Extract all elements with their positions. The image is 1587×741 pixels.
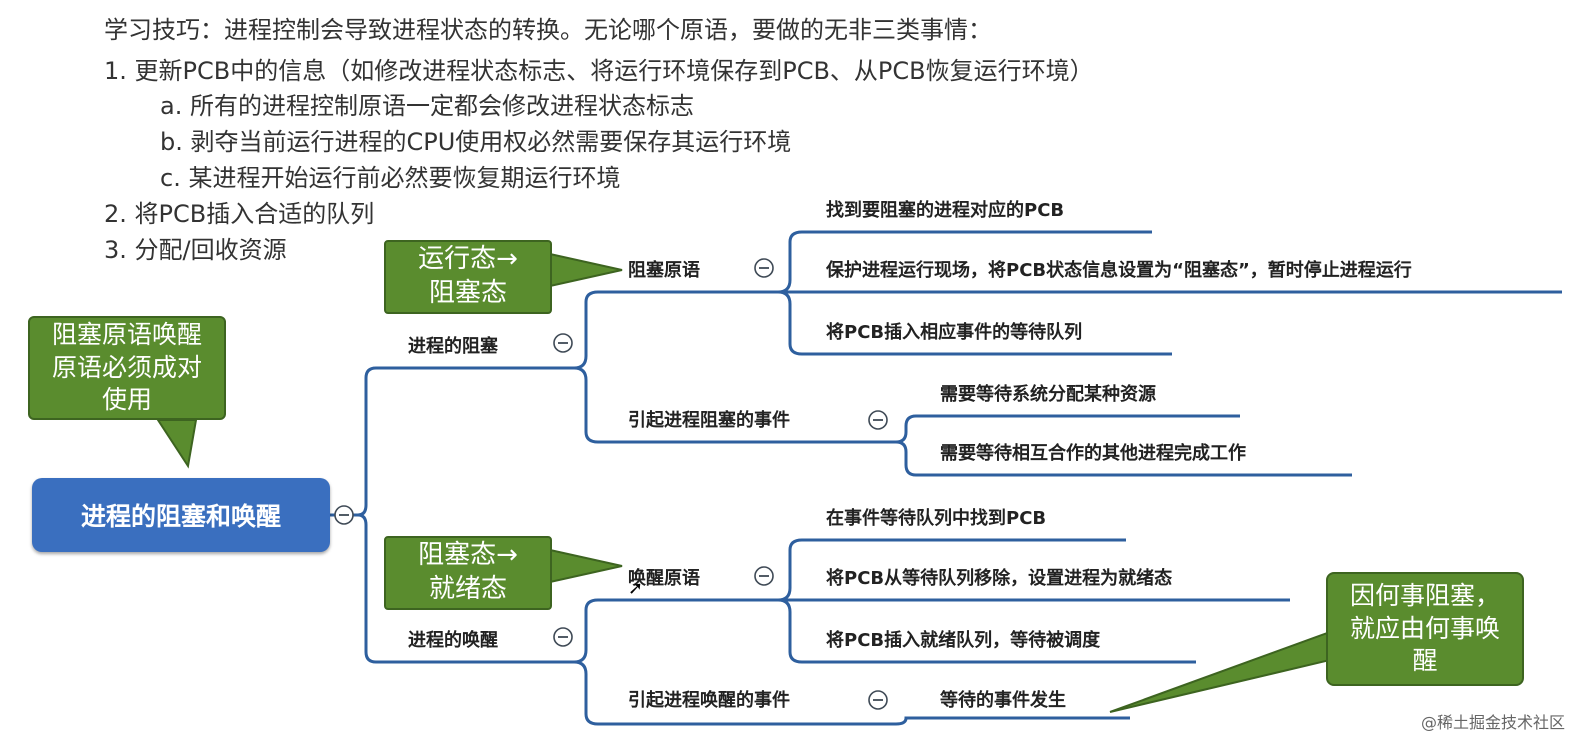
- edge-wake-events: [573, 660, 862, 726]
- edge-block-events: [573, 366, 862, 444]
- block-step-1: 找到要阻塞的进程对应的PCB: [826, 200, 1065, 221]
- node-block-primitive[interactable]: 阻塞原语: [628, 260, 700, 281]
- watermark: @稀土掘金技术社区: [1420, 713, 1565, 732]
- block-step-2: 保护进程运行现场，将PCB状态信息设置为“阻塞态”，暂时停止进程运行: [826, 260, 1412, 281]
- edge-block-event-2: [895, 440, 1352, 477]
- note-item-1c: c. 某进程开始运行前必然要恢复期运行环境: [160, 164, 621, 192]
- mouse-cursor-icon: ➚: [628, 578, 644, 599]
- callout-run-to-block: 运行态→阻塞态: [384, 240, 552, 314]
- wake-step-3: 将PCB插入就绪队列，等待被调度: [826, 630, 1101, 651]
- wake-step-2: 将PCB从等待队列移除，设置进程为就绪态: [826, 568, 1173, 589]
- note-item-2: 2. 将PCB插入合适的队列: [104, 200, 375, 228]
- callout-block-to-ready: 阻塞态→就绪态: [384, 536, 552, 610]
- edge-block-step-3: [777, 290, 1172, 356]
- wake-event-1: 等待的事件发生: [940, 690, 1066, 711]
- edge-wake-event-1: [862, 716, 1130, 726]
- note-item-1a: a. 所有的进程控制原语一定都会修改进程状态标志: [160, 92, 694, 120]
- note-item-1b: b. 剥夺当前运行进程的CPU使用权必然需要保存其运行环境: [160, 128, 792, 156]
- callout-why-wake: 因何事阻塞，就应由何事唤醒: [1326, 572, 1524, 686]
- intro-text: 学习技巧：进程控制会导致进程状态的转换。无论哪个原语，要做的无非三类事情：: [104, 16, 992, 44]
- node-wake-events[interactable]: 引起进程唤醒的事件: [628, 690, 790, 711]
- node-wake[interactable]: 进程的唤醒: [408, 630, 498, 651]
- callout-pair: 阻塞原语唤醒原语必须成对使用: [28, 316, 226, 420]
- edge-wake-primitive: [548, 598, 746, 664]
- block-event-2: 需要等待相互合作的其他进程完成工作: [940, 443, 1246, 464]
- node-wake-primitive[interactable]: 唤醒原语: [628, 568, 700, 589]
- note-item-1: 1. 更新PCB中的信息（如修改进程状态标志、将运行环境保存到PCB、从PCB恢…: [104, 57, 1094, 85]
- edge-block-event-1: [862, 414, 1240, 444]
- edge-root-wake: [357, 513, 548, 664]
- edge-block-primitive: [548, 290, 746, 370]
- note-item-3: 3. 分配/回收资源: [104, 236, 287, 264]
- callout-why-wake-pointer: [1109, 630, 1331, 713]
- callout-run-block-pointer: [549, 252, 623, 288]
- block-event-1: 需要等待系统分配某种资源: [940, 384, 1156, 405]
- edge-root-block: [330, 366, 548, 517]
- node-block[interactable]: 进程的阻塞: [408, 336, 498, 357]
- callout-pair-pointer: [156, 419, 198, 469]
- block-step-3: 将PCB插入相应事件的等待队列: [826, 322, 1083, 343]
- callout-block-ready-pointer: [549, 548, 623, 584]
- root-node[interactable]: 进程的阻塞和唤醒: [32, 478, 330, 552]
- wake-step-1: 在事件等待队列中找到PCB: [826, 508, 1047, 529]
- edge-wake-step-3: [777, 598, 1196, 664]
- node-block-events[interactable]: 引起进程阻塞的事件: [628, 410, 790, 431]
